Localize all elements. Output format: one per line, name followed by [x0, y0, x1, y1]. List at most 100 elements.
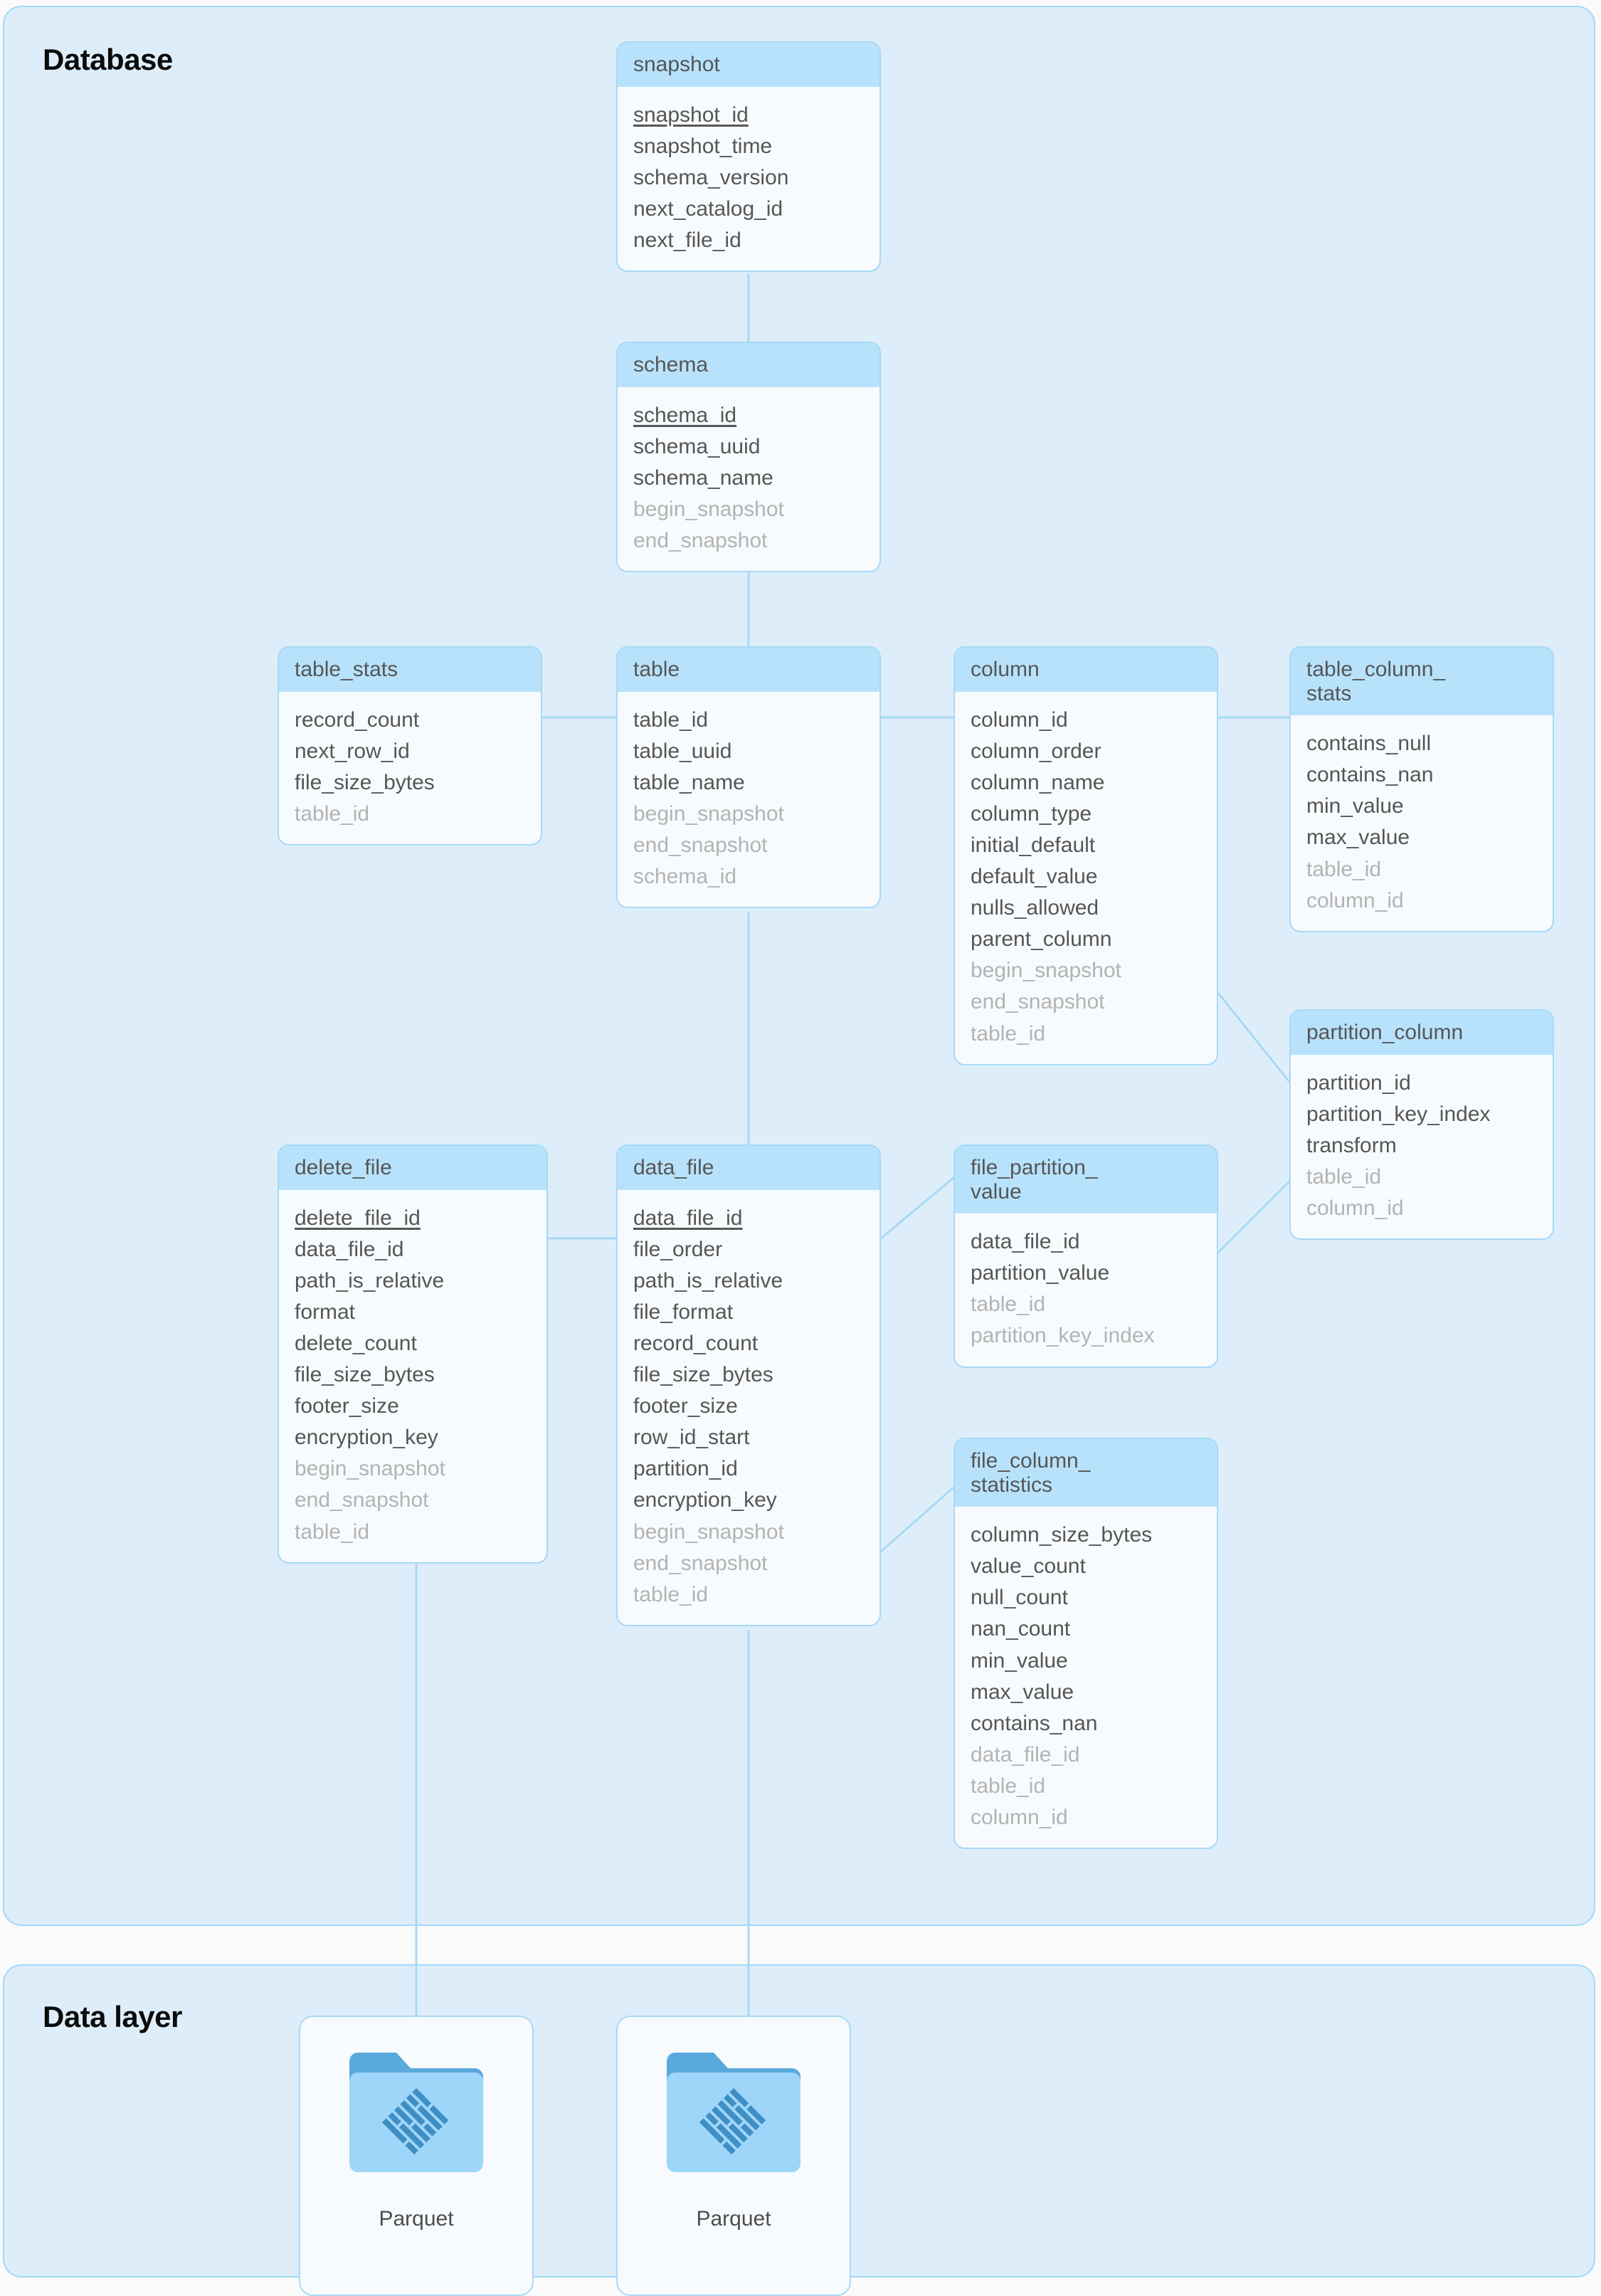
field-table-id: table_id	[1306, 857, 1382, 881]
field-table-uuid: table_uuid	[633, 739, 732, 763]
field-footer-size: footer_size	[633, 1394, 738, 1418]
field-file-size-bytes: file_size_bytes	[295, 1363, 435, 1387]
field-column-order: column_order	[971, 739, 1101, 763]
field-record-count: record_count	[295, 707, 420, 732]
field-value-count: value_count	[971, 1554, 1086, 1579]
entity-title-delete-file: delete_file	[279, 1146, 546, 1190]
field-column-name: column_name	[971, 770, 1105, 794]
field-min-value: min_value	[1306, 794, 1404, 818]
field-transform: transform	[1306, 1133, 1397, 1157]
field-record-count: record_count	[633, 1331, 759, 1355]
field-partition-value: partition_value	[971, 1261, 1110, 1285]
field-file-order: file_order	[633, 1237, 723, 1261]
field-table-id: table_id	[295, 1520, 370, 1544]
field-begin-snapshot: begin_snapshot	[971, 959, 1121, 983]
field-min-value: min_value	[971, 1648, 1068, 1673]
entity-title-table: table	[618, 648, 879, 692]
entity-title-partition-column: partition_column	[1291, 1011, 1553, 1055]
entity-title-column: column	[955, 648, 1217, 692]
field-snapshot-time: snapshot_time	[633, 134, 773, 158]
field-table-id: table_id	[633, 1582, 709, 1606]
field-partition-key-index: partition_key_index	[1306, 1102, 1491, 1126]
field-begin-snapshot: begin_snapshot	[295, 1457, 445, 1481]
folder-parquet-icon	[345, 2043, 487, 2189]
field-schema-uuid: schema_uuid	[633, 434, 761, 458]
folder-parquet-icon	[667, 2053, 801, 2172]
field-column-size-bytes: column_size_bytes	[971, 1523, 1153, 1547]
field-contains-null: contains_null	[1306, 732, 1432, 756]
field-table-id: table_id	[295, 801, 370, 826]
field-file-size-bytes: file_size_bytes	[633, 1363, 773, 1387]
field-table-id: table_id	[633, 707, 709, 732]
field-table-name: table_name	[633, 770, 745, 794]
field-default-value: default_value	[971, 865, 1098, 889]
field-end-snapshot: end_snapshot	[633, 833, 768, 857]
field-table-id: table_id	[1306, 1164, 1382, 1189]
field-nulls-allowed: nulls_allowed	[971, 896, 1099, 920]
field-data-file-id: data_file_id	[971, 1230, 1080, 1254]
field-begin-snapshot: begin_snapshot	[633, 497, 784, 521]
field-data-file-id: data_file_id	[971, 1742, 1080, 1766]
field-null-count: null_count	[971, 1586, 1068, 1610]
field-path-is-relative: path_is_relative	[633, 1268, 783, 1292]
field-end-snapshot: end_snapshot	[633, 1551, 768, 1575]
field-file-size-bytes: file_size_bytes	[295, 770, 435, 794]
field-max-value: max_value	[971, 1680, 1074, 1704]
field-column-id: column_id	[1306, 1196, 1404, 1220]
entity-title-file-partition-value: file_partition_ value	[955, 1146, 1217, 1214]
folder-parquet-icon	[349, 2053, 483, 2172]
field-column-type: column_type	[971, 801, 1092, 826]
field-partition-id: partition_id	[633, 1457, 738, 1481]
field-end-snapshot: end_snapshot	[295, 1488, 429, 1512]
entity-file-column-statistics[interactable]: file_column_ statistics column_size_bytes…	[953, 1438, 1218, 1850]
field-contains-nan: contains_nan	[971, 1711, 1098, 1735]
section-title-database: Database	[43, 43, 173, 76]
data-file-label: Parquet	[379, 2207, 454, 2231]
field-column-id: column_id	[971, 1806, 1068, 1830]
entity-title-snapshot: snapshot	[618, 43, 879, 87]
field-partition-key-index: partition_key_index	[971, 1324, 1155, 1348]
entity-partition-column[interactable]: partition_column partition_id partition_ke…	[1289, 1009, 1554, 1241]
field-delete-file-id: delete_file_id	[295, 1206, 421, 1230]
field-data-file-id: data_file_id	[295, 1237, 404, 1261]
field-encryption-key: encryption_key	[295, 1426, 438, 1450]
field-begin-snapshot: begin_snapshot	[633, 1520, 784, 1544]
data-file-card-parquet-2[interactable]: Parquet	[616, 2016, 851, 2296]
field-table-id: table_id	[971, 1021, 1046, 1046]
section-title-data-layer: Data layer	[43, 2000, 182, 2033]
field-table-id: table_id	[971, 1774, 1046, 1798]
entity-table-column-stats[interactable]: table_column_ stats contains_null contains…	[1289, 646, 1554, 932]
field-column-id: column_id	[971, 707, 1068, 732]
field-column-id: column_id	[1306, 888, 1404, 912]
field-row-id-start: row_id_start	[633, 1426, 750, 1450]
field-snapshot-id: snapshot_id	[633, 102, 749, 127]
entity-title-file-column-statistics: file_column_ statistics	[955, 1439, 1217, 1507]
field-next-catalog-id: next_catalog_id	[633, 196, 783, 221]
field-partition-id: partition_id	[1306, 1070, 1411, 1095]
field-nan-count: nan_count	[971, 1617, 1071, 1641]
field-data-file-id: data_file_id	[633, 1206, 743, 1230]
field-max-value: max_value	[1306, 826, 1410, 850]
field-schema-id: schema_id	[633, 865, 737, 889]
field-parent-column: parent_column	[971, 927, 1112, 952]
entity-title-table-column-stats: table_column_ stats	[1291, 648, 1553, 716]
data-file-card-parquet-1[interactable]: Parquet	[299, 2016, 534, 2296]
entity-title-schema: schema	[618, 343, 879, 387]
entity-fields-column: column_id column_order column_name column_t…	[955, 692, 1217, 1064]
field-contains-nan: contains_nan	[1306, 763, 1434, 787]
section-database	[3, 6, 1595, 1926]
